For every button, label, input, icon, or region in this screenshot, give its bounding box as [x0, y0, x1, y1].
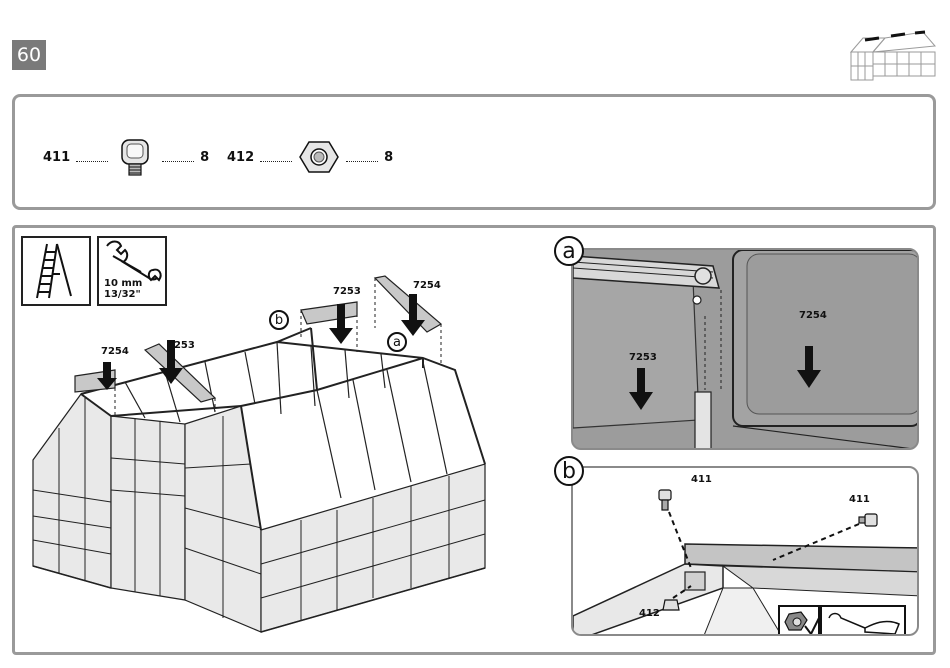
- label-7253-right: 7253: [333, 286, 361, 297]
- label-7254-left: 7254: [101, 346, 129, 357]
- detail-a-letter: a: [554, 236, 584, 266]
- detail-a-drawing: [573, 250, 919, 450]
- detail-a-label-7253: 7253: [629, 352, 657, 363]
- detail-b-label-411-right: 411: [849, 494, 870, 505]
- callout-b: b: [269, 310, 289, 330]
- assembly-panel: 10 mm 13/32": [12, 225, 936, 655]
- detail-b-letter: b: [554, 456, 584, 486]
- bolt-icon: [114, 136, 156, 178]
- label-7253-left: 7253: [167, 340, 195, 351]
- nut-icon: [298, 136, 340, 178]
- greenhouse-thumbnail-icon: [845, 24, 940, 86]
- detail-b-label-411-left: 411: [691, 474, 712, 485]
- detail-b-label-412: 412: [639, 608, 660, 619]
- part-412: 412 8: [227, 137, 393, 177]
- part-quantity: 8: [384, 150, 393, 165]
- part-code: 412: [227, 150, 254, 165]
- detail-b-panel: 411 411 412: [571, 466, 919, 636]
- label-7254-right: 7254: [413, 280, 441, 291]
- greenhouse-assembly-drawing: [15, 228, 555, 652]
- callout-a: a: [387, 332, 407, 352]
- detail-a-panel: 7253 7254: [571, 248, 919, 450]
- part-code: 411: [43, 150, 70, 165]
- part-411: 411 8: [43, 137, 209, 177]
- step-number: 60: [12, 40, 46, 70]
- detail-a-label-7254: 7254: [799, 310, 827, 321]
- parts-list-panel: 411 8 412 8: [12, 94, 936, 210]
- part-quantity: 8: [200, 150, 209, 165]
